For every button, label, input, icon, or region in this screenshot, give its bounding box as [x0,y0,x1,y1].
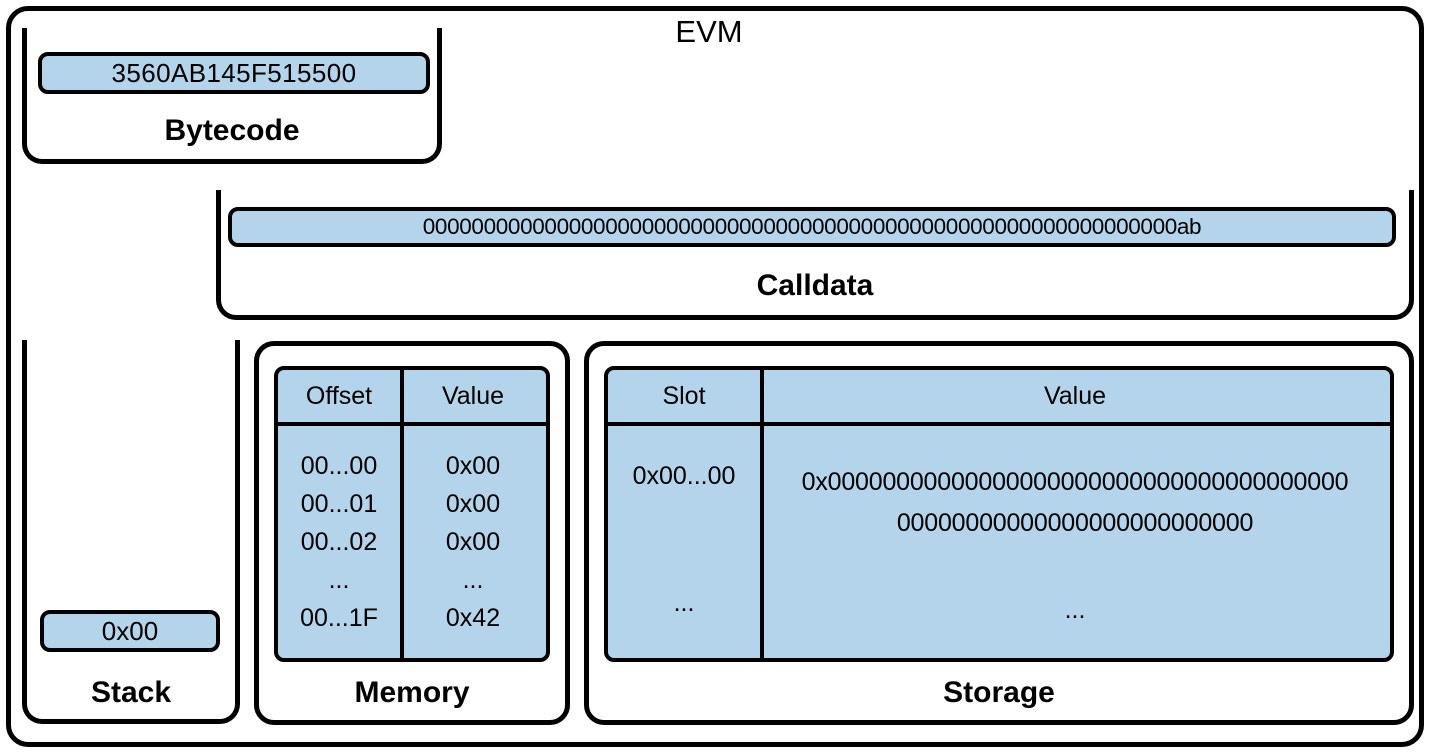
storage-column-header-slot: Slot [662,381,706,410]
calldata-label: Calldata [756,269,874,302]
storage-column-divider [760,370,764,658]
storage-value-ellipsis: ... [1064,596,1086,624]
storage-column-header-value: Value [1043,381,1107,410]
memory-offset-cell: ... [328,566,350,594]
memory-offset-cell: 00...01 [300,490,378,518]
memory-offset-cell: 00...02 [300,528,378,556]
bytecode-value-chip: 3560AB145F515500 [38,52,430,94]
storage-label: Storage [943,676,1055,709]
memory-value-cell: 0x42 [445,604,501,632]
memory-value-cell: 0x00 [445,452,501,480]
memory-column-header-value: Value [441,381,505,410]
storage-value-column: 0x00000000000000000000000000000000000000… [760,422,1390,658]
memory-column-divider [400,370,404,658]
storage-slot-column: 0x00...00 ... [608,422,760,658]
memory-value-cell: ... [462,566,484,594]
storage-value-cell: 0x00000000000000000000000000000000000000… [801,468,1349,537]
storage-table-body: 0x00...00 ... 0x000000000000000000000000… [608,422,1390,658]
evm-title: EVM [675,14,743,49]
bytecode-container [22,28,442,164]
memory-header-rule [278,422,546,426]
memory-offset-column: 00...00 00...01 00...02 ... 00...1F [278,422,400,658]
storage-table: Slot Value 0x00...00 ... 0x0000000000000… [604,366,1394,662]
storage-slot-cell: 0x00...00 [632,462,736,490]
stack-label: Stack [90,676,172,709]
stack-container [22,340,240,724]
memory-table-header: Offset Value [278,370,546,422]
storage-table-header: Slot Value [608,370,1390,422]
storage-slot-ellipsis: ... [673,589,695,617]
stack-top-item-chip: 0x00 [40,610,220,652]
memory-table-body: 00...00 00...01 00...02 ... 00...1F 0x00… [278,422,546,658]
storage-header-rule [608,422,1390,426]
bytecode-label: Bytecode [164,114,300,147]
memory-label: Memory [354,676,470,709]
memory-value-column: 0x00 0x00 0x00 ... 0x42 [400,422,546,658]
memory-value-cell: 0x00 [445,490,501,518]
memory-offset-cell: 00...00 [300,452,378,480]
memory-table: Offset Value 00...00 00...01 00...02 ...… [274,366,550,662]
memory-offset-cell: 00...1F [300,604,378,632]
memory-column-header-offset: Offset [305,381,373,410]
calldata-value-chip: 0000000000000000000000000000000000000000… [228,207,1396,247]
memory-value-cell: 0x00 [445,528,501,556]
